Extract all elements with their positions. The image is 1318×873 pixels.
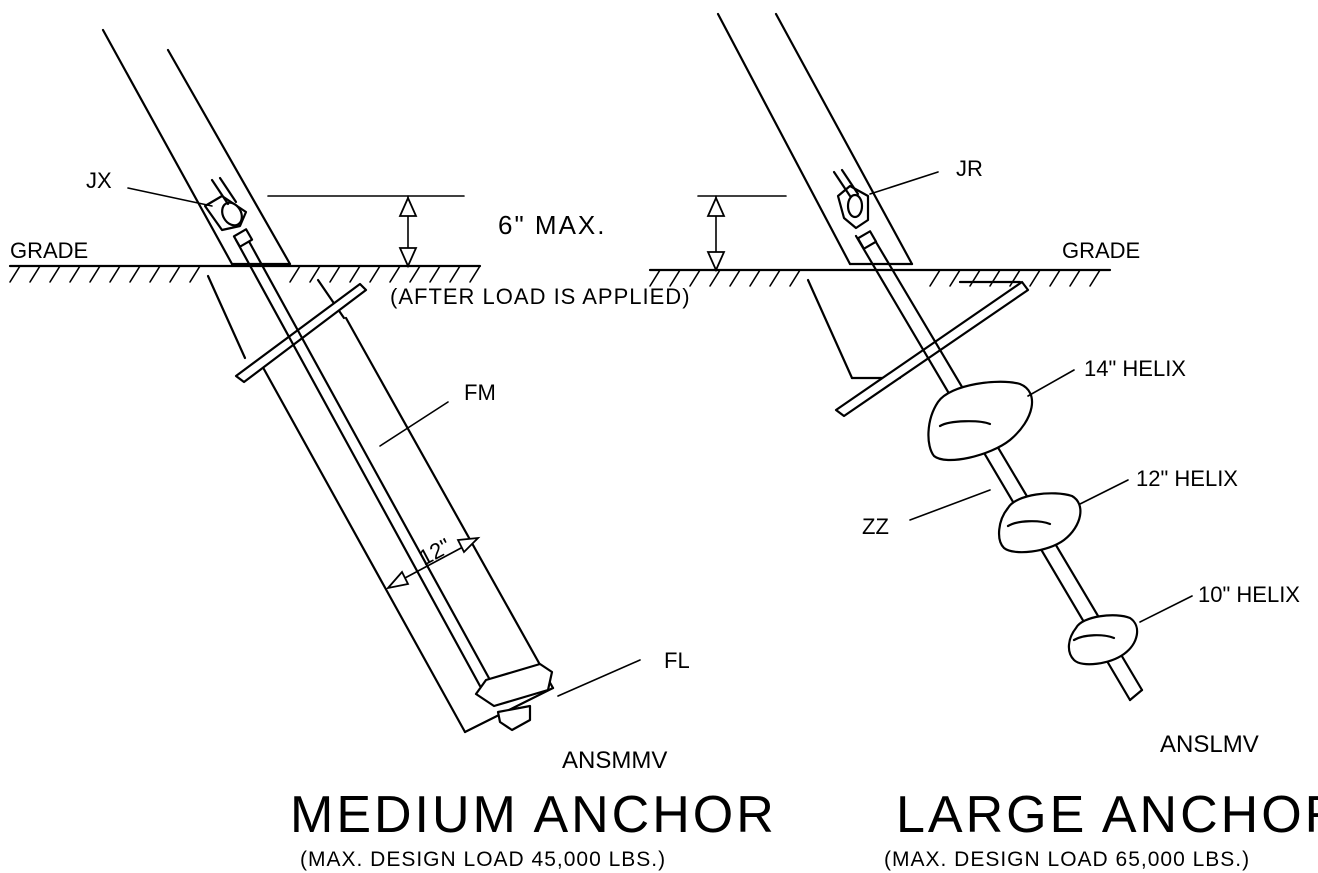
large-zz-label: ZZ — [862, 514, 889, 539]
large-height-dimension — [697, 195, 787, 273]
medium-bearing-plate — [234, 282, 368, 384]
large-helix-12-label: 12" HELIX — [1136, 466, 1238, 491]
medium-jx-label: JX — [86, 168, 112, 193]
medium-fm-label: FM — [464, 380, 496, 405]
medium-rod — [234, 234, 492, 688]
medium-dimension-label: 12" — [415, 533, 455, 570]
large-helix-12 — [998, 492, 1082, 554]
medium-subtitle: (MAX. DESIGN LOAD 45,000 LBS.) — [300, 848, 666, 871]
large-helix-10-label: 10" HELIX — [1198, 582, 1300, 607]
large-grade-line — [648, 268, 1112, 287]
large-zz-leader — [909, 489, 991, 521]
large-jr-leader — [869, 171, 939, 195]
large-helix-10 — [1067, 614, 1139, 666]
medium-upper-borehole — [206, 274, 346, 360]
large-helix14-leader — [1027, 369, 1075, 397]
large-helix-14 — [927, 380, 1034, 462]
large-bearing-plate — [834, 280, 1030, 418]
medium-fm-leader — [379, 401, 449, 447]
medium-tip — [474, 662, 554, 732]
medium-anchor-drawing — [8, 28, 641, 734]
medium-fl-leader — [557, 659, 641, 697]
medium-lower-borehole — [258, 316, 555, 734]
medium-part-number: ANSMMV — [562, 747, 667, 774]
large-part-number: ANSLMV — [1160, 731, 1259, 758]
medium-grade-line — [8, 264, 482, 283]
medium-eye-attachment — [203, 176, 254, 248]
large-grade-label: GRADE — [1062, 238, 1140, 263]
medium-fl-label: FL — [664, 648, 690, 673]
after-load-note: (AFTER LOAD IS APPLIED) — [390, 284, 691, 309]
large-subtitle: (MAX. DESIGN LOAD 65,000 LBS.) — [884, 848, 1250, 871]
large-rod-sleeve — [716, 12, 914, 266]
large-title: LARGE ANCHOR — [896, 786, 1318, 844]
medium-rod-sleeve — [101, 28, 292, 266]
medium-grade-label: GRADE — [10, 238, 88, 263]
medium-title: MEDIUM ANCHOR — [290, 786, 777, 844]
medium-height-dimension — [267, 195, 465, 269]
large-jr-label: JR — [956, 156, 983, 181]
large-eye-attachment — [832, 168, 878, 250]
max-height-label: 6" MAX. — [498, 210, 606, 240]
medium-width-dimension — [385, 536, 481, 590]
medium-jx-leader — [127, 187, 213, 207]
large-anchor-drawing — [648, 12, 1193, 702]
large-helix10-leader — [1139, 595, 1193, 623]
large-helix-14-label: 14" HELIX — [1084, 356, 1186, 381]
large-helix12-leader — [1079, 479, 1129, 505]
